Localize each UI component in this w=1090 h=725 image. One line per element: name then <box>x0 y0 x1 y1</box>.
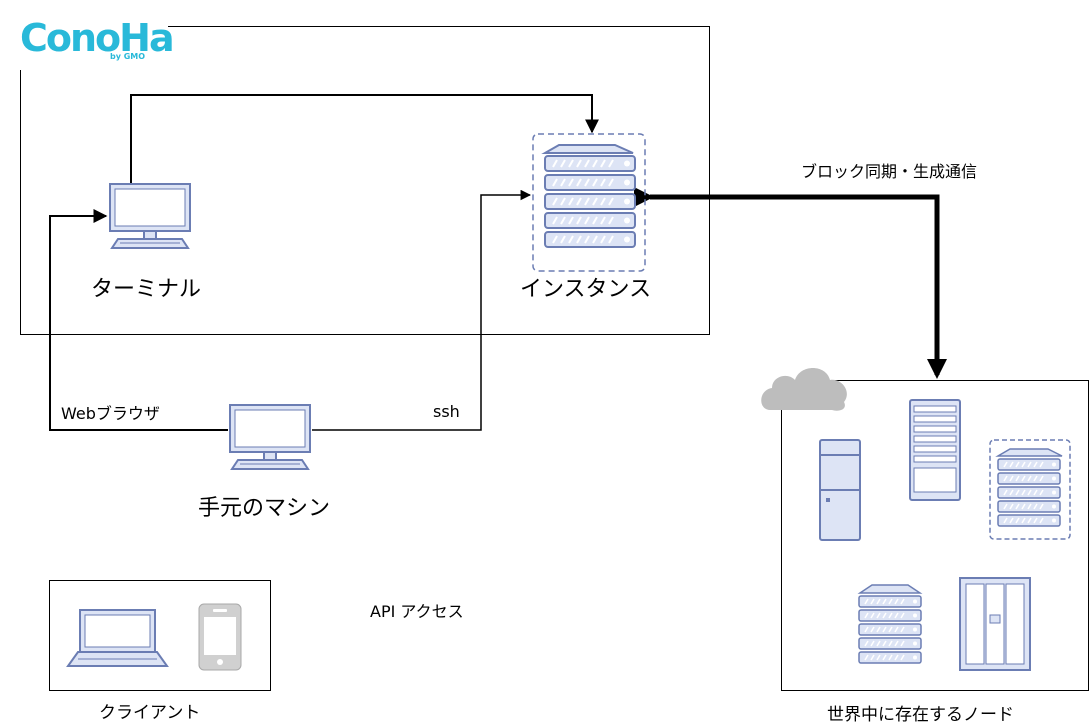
terminal-monitor-icon <box>109 183 191 249</box>
block-sync-edge-label: ブロック同期・生成通信 <box>801 162 978 181</box>
logo-byline: by GMO <box>110 52 146 61</box>
world-nodes-frame <box>781 380 1089 691</box>
terminal-to-instance-edge <box>130 94 599 184</box>
client-label: クライアント <box>99 703 201 723</box>
conoha-logo: ConoHa by GMO <box>18 14 175 70</box>
world-nodes-label: 世界中に存在するノード <box>827 705 1014 725</box>
api-access-label: API アクセス <box>370 602 464 621</box>
node-server-dashed-icon <box>989 439 1071 540</box>
terminal-label: ターミナル <box>91 277 202 302</box>
instance-server-icon <box>532 133 646 272</box>
web-browser-edge-label: Webブラウザ <box>61 404 160 423</box>
local-machine-label: 手元のマシン <box>198 496 331 521</box>
client-frame <box>49 580 271 691</box>
web-browser-edge <box>49 209 228 431</box>
blade-server-icon <box>959 577 1031 671</box>
ssh-edge-label: ssh <box>433 402 460 421</box>
smartphone-icon <box>198 603 242 671</box>
rack-cabinet-icon <box>909 399 961 501</box>
tower-server-icon <box>819 439 861 541</box>
instance-label: インスタンス <box>520 277 652 302</box>
laptop-icon <box>66 609 169 667</box>
ssh-edge <box>312 189 532 431</box>
conoha-frame <box>20 26 710 335</box>
local-machine-monitor-icon <box>229 404 311 470</box>
cloud-icon <box>761 368 847 411</box>
block-sync-edge <box>634 187 947 379</box>
logo-name: ConoHa <box>20 16 175 60</box>
node-server-stack-icon <box>857 584 923 664</box>
